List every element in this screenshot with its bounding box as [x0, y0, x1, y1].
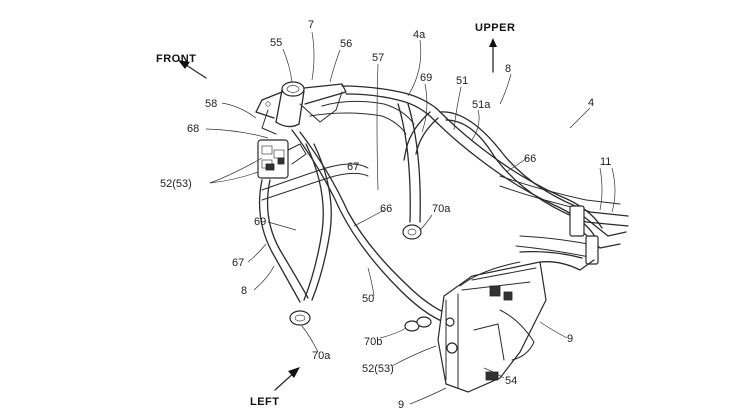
front-down-tubes	[258, 129, 449, 323]
upper-label: UPPER	[475, 22, 515, 34]
label-55: 55	[270, 37, 282, 49]
label-57: 57	[372, 52, 384, 64]
front-engine-hanger	[257, 139, 307, 179]
label-66-right: 66	[524, 153, 536, 165]
label-69-top: 69	[420, 72, 432, 84]
label-54: 54	[505, 375, 517, 387]
label-8-left: 8	[241, 285, 247, 297]
label-4a: 4a	[413, 29, 426, 41]
label-69-left: 69	[254, 216, 266, 228]
seat-rails	[439, 111, 629, 265]
label-9-right: 9	[567, 333, 573, 345]
upper-arrow	[489, 38, 497, 73]
label-58: 58	[205, 98, 217, 110]
label-4: 4	[588, 97, 594, 109]
label-68: 68	[187, 123, 199, 135]
pivot-plate	[437, 250, 595, 393]
label-52-53-left: 52(53)	[160, 178, 192, 190]
head-pipe	[255, 81, 347, 135]
frame-drawing	[255, 81, 629, 393]
label-8-top: 8	[505, 63, 511, 75]
label-70a-right: 70a	[432, 203, 451, 215]
label-70a-bottom: 70a	[312, 350, 331, 362]
left-arrow	[274, 367, 300, 391]
label-52-53-bottom: 52(53)	[362, 363, 394, 375]
main-pipes	[309, 85, 603, 239]
label-51a: 51a	[472, 99, 491, 111]
leader-lines	[205, 31, 616, 405]
front-label: FRONT	[156, 53, 196, 65]
down-tubes-rear	[397, 103, 439, 223]
label-67-left: 67	[232, 257, 244, 269]
label-70b: 70b	[364, 336, 382, 348]
left-label: LEFT	[250, 396, 280, 408]
front-arrow	[178, 60, 207, 79]
label-56: 56	[340, 38, 352, 50]
reference-labels: 7 55 56 4a 57 69 51 8 51a 4 58 68 66 11 …	[160, 19, 611, 411]
label-51: 51	[456, 75, 468, 87]
label-11: 11	[600, 156, 611, 168]
label-67-mid: 67	[347, 161, 359, 173]
mount-bosses	[289, 224, 432, 332]
label-50: 50	[362, 293, 374, 305]
label-7: 7	[308, 19, 314, 31]
label-9-bottom: 9	[398, 399, 404, 411]
label-66-mid: 66	[380, 203, 392, 215]
